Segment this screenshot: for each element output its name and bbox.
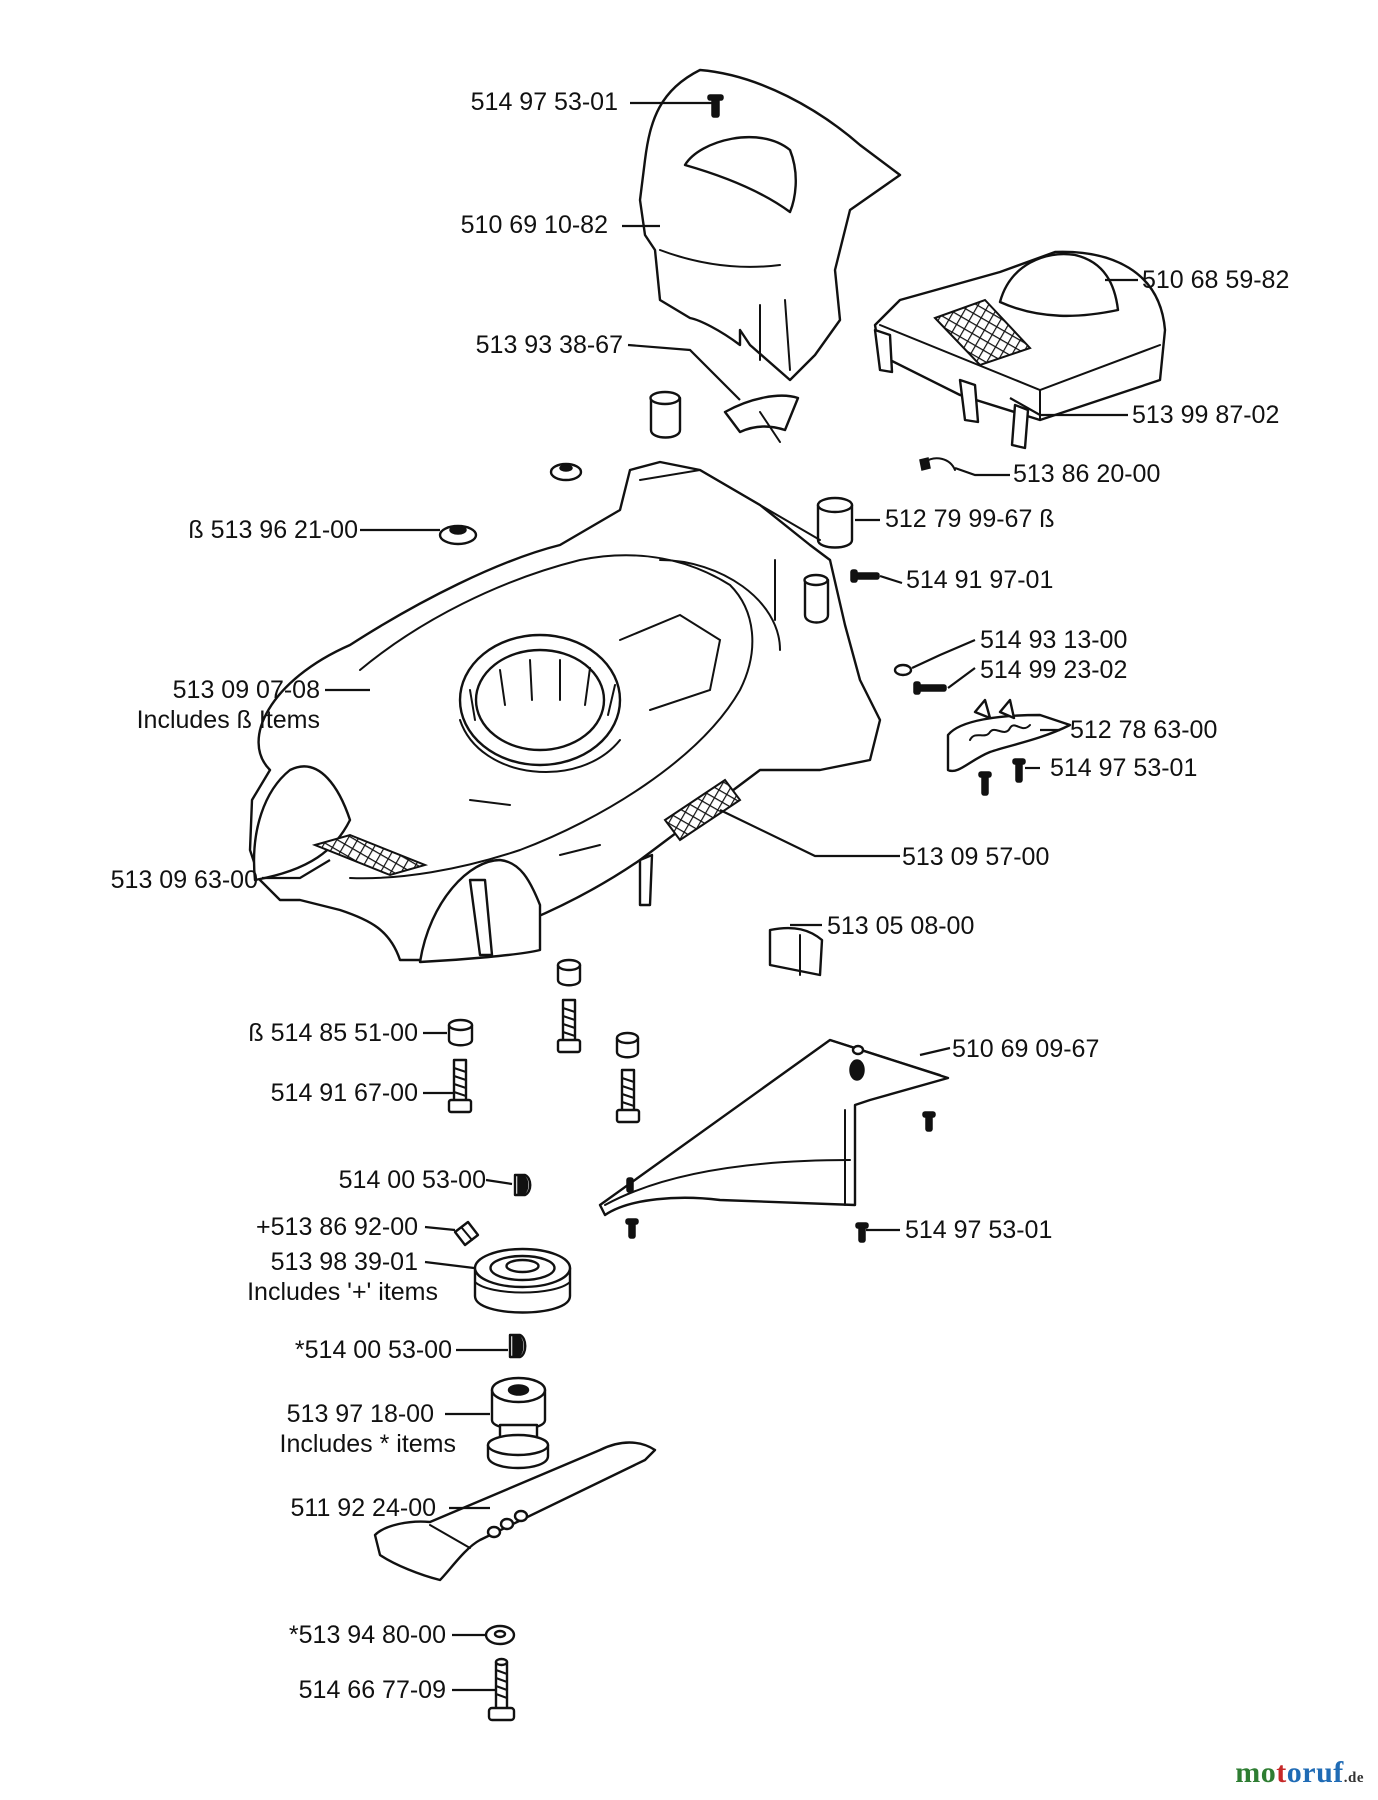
label-513-09-07-08: 513 09 07-08: [172, 676, 320, 704]
clip-513-05-08-00: [768, 926, 824, 977]
mower-blade: [373, 1441, 657, 1582]
spacer-tube-right: [816, 496, 854, 549]
label-511-92-24-00: 511 92 24-00: [290, 1494, 437, 1522]
label-510-69-10-82: 510 69 10-82: [460, 211, 608, 239]
blade-washer: [484, 1624, 516, 1646]
clip-513-86-20-00: [919, 457, 956, 471]
label-includes-ss-items: Includes ß Items: [136, 706, 320, 734]
label-513-09-57-00: 513 09 57-00: [902, 843, 1050, 871]
pulley: [473, 1247, 572, 1314]
label-514-97-53-01-deflector: 514 97 53-01: [905, 1216, 1053, 1244]
bolt-spacer-right: [615, 1031, 641, 1124]
leader-lines: [262, 101, 1138, 1692]
spacer-tube-upper: [649, 390, 682, 439]
screw-514-91-97-01: [850, 569, 880, 583]
label-includes-plus-items: Includes '+' items: [247, 1278, 438, 1306]
baffle-plate: [723, 394, 800, 443]
label-514-00-53-00-star: *514 00 53-00: [294, 1336, 452, 1364]
screw-514-99-23-02: [913, 681, 947, 695]
label-513-09-63-00: 513 09 63-00: [110, 866, 258, 894]
mower-deck: [248, 460, 882, 964]
screws-plate: [978, 758, 1026, 796]
label-510-69-09-67: 510 69 09-67: [952, 1035, 1100, 1063]
label-514-93-13-00: 514 93 13-00: [980, 626, 1128, 654]
label-514-91-67-00: 514 91 67-00: [270, 1079, 418, 1107]
screw-top-cover: [707, 94, 724, 118]
deflector-screws: [625, 1111, 936, 1243]
top-cover: [873, 250, 1167, 450]
blade-adapter: [486, 1376, 550, 1470]
woodruff-key-lower: [508, 1333, 527, 1359]
motoruf-watermark: motoruf.de: [1235, 1756, 1364, 1789]
label-514-85-51-00: ß 514 85 51-00: [248, 1019, 418, 1047]
label-510-68-59-82: 510 68 59-82: [1142, 266, 1290, 294]
label-513-94-80-00: *513 94 80-00: [288, 1621, 446, 1649]
bolt-514-91-67-00: [447, 1058, 473, 1114]
label-513-93-38-67: 513 93 38-67: [475, 331, 623, 359]
label-514-97-53-01-plate: 514 97 53-01: [1050, 754, 1198, 782]
washer-514-93-13-00: [893, 663, 913, 677]
height-adjust-plate: [946, 698, 1072, 773]
label-514-97-53-01-top: 514 97 53-01: [470, 88, 618, 116]
label-512-78-63-00: 512 78 63-00: [1070, 716, 1218, 744]
bolt-spacer-center: [556, 958, 582, 1054]
label-513-98-39-01: 513 98 39-01: [270, 1248, 418, 1276]
label-513-86-92-00: +513 86 92-00: [256, 1213, 418, 1241]
blade-bolt: [487, 1657, 516, 1722]
label-514-66-77-09: 514 66 77-09: [298, 1676, 446, 1704]
label-includes-star-items: Includes * items: [279, 1430, 456, 1458]
woodruff-key-upper: [513, 1173, 532, 1197]
side-deflector: [598, 1038, 950, 1217]
label-513-96-21-00: ß 513 96 21-00: [188, 516, 358, 544]
pin-513-86-92-00: [453, 1220, 480, 1247]
label-513-97-18-00: 513 97 18-00: [286, 1400, 434, 1428]
bolt-spacer-left: [447, 1018, 474, 1047]
label-514-99-23-02: 514 99 23-02: [980, 656, 1128, 684]
rear-discharge-cover: [638, 68, 902, 382]
label-514-00-53-00: 514 00 53-00: [338, 1166, 486, 1194]
label-513-86-20-00: 513 86 20-00: [1013, 460, 1161, 488]
label-513-05-08-00: 513 05 08-00: [827, 912, 975, 940]
label-514-91-97-01: 514 91 97-01: [906, 566, 1054, 594]
label-513-99-87-02: 513 99 87-02: [1132, 401, 1280, 429]
label-512-79-99-67: 512 79 99-67 ß: [885, 505, 1055, 533]
